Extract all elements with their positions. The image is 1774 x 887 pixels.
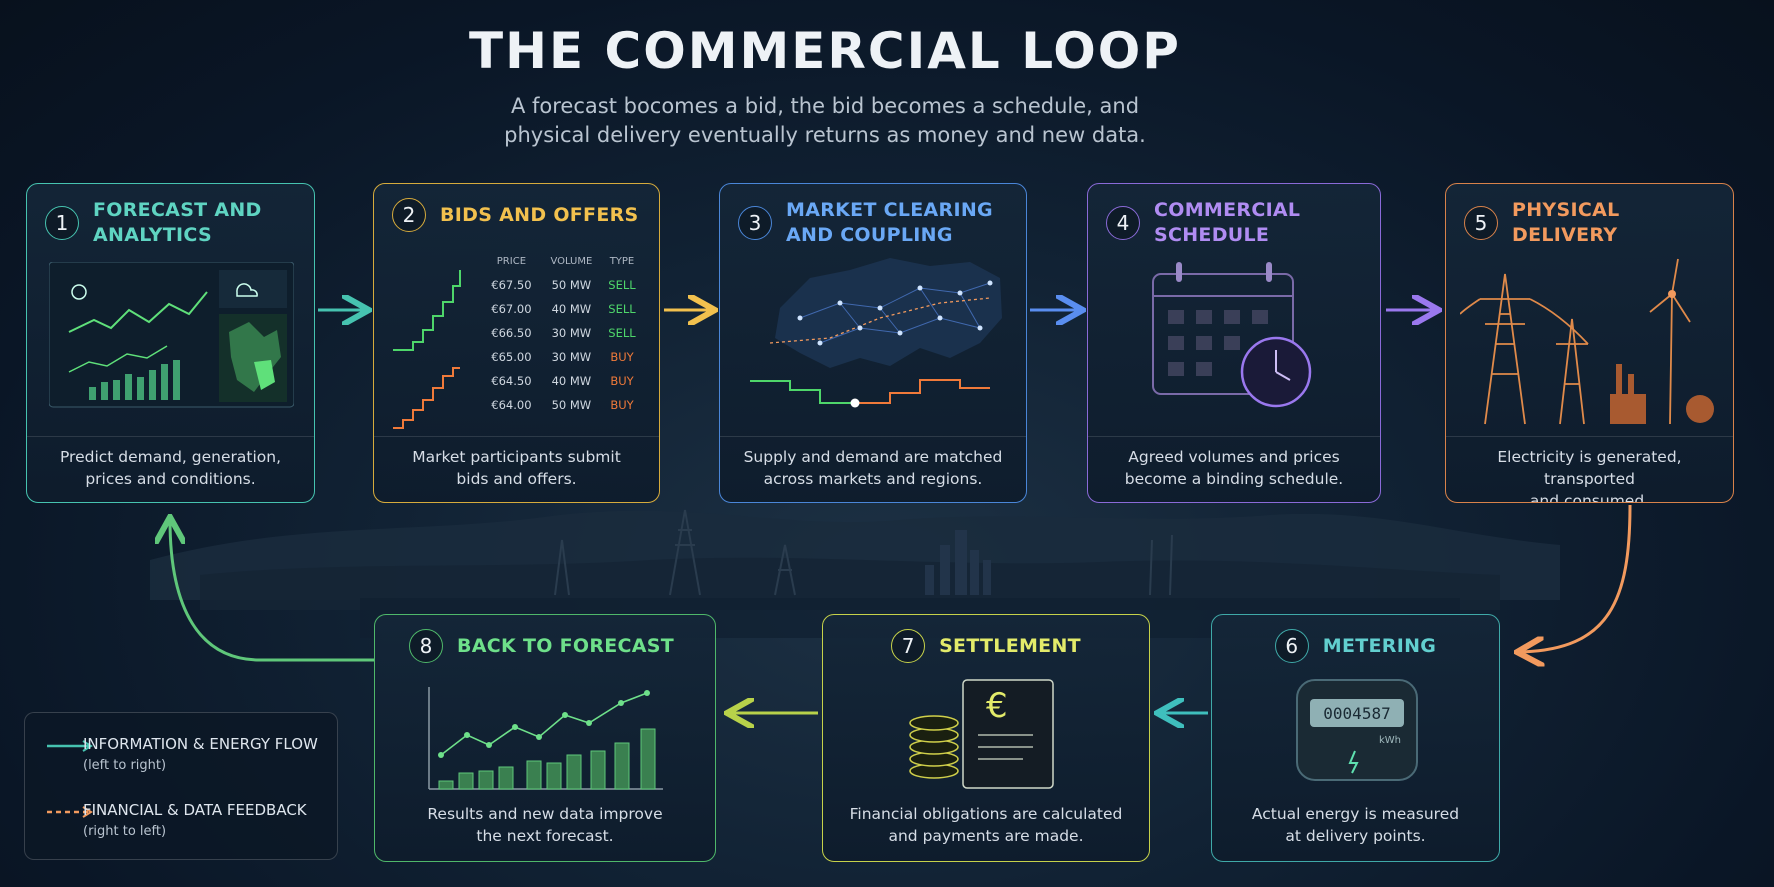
type-cell: SELL [608, 302, 636, 316]
step-8-card: 8 BACK TO FORECAST Results and new data … [374, 614, 716, 862]
price-cell: €64.50 [491, 374, 532, 388]
step-description-line-1: Results and new data improve [427, 805, 663, 823]
legend-title: INFORMATION & ENERGY FLOW [83, 735, 318, 753]
price-cell: €66.50 [491, 326, 532, 340]
step-description-line-1: Agreed volumes and prices [1128, 448, 1340, 466]
type-cell: SELL [608, 278, 636, 292]
step-6-card: 6 METERING 0004587 kWh Actual energy is … [1211, 614, 1500, 862]
step-description-line-1: Financial obligations are calculated [849, 805, 1123, 823]
legend-subtitle: (left to right) [83, 758, 167, 773]
table-row: €64.00 50 MW BUY [482, 393, 642, 417]
solid-arrow-icon [47, 740, 93, 752]
volume-cell: 40 MW [551, 302, 592, 316]
step-number: 3 [738, 206, 772, 240]
volume-cell: 50 MW [551, 398, 592, 412]
table-row: €65.00 30 MW BUY [482, 345, 642, 369]
type-cell: SELL [608, 326, 636, 340]
coins-invoice-illustration: € [908, 675, 1068, 790]
step-description-line-2: and payments are made. [888, 827, 1084, 845]
legend-subtitle: (right to left) [83, 824, 167, 839]
step-1-card: 1 FORECAST AND ANALYTICS Predict demand,… [26, 183, 315, 503]
table-row: €67.50 50 MW SELL [482, 273, 642, 297]
column-header-price: PRICE [496, 256, 527, 267]
euro-symbol: € [986, 686, 1008, 726]
step-title: PHYSICAL DELIVERY [1512, 199, 1620, 246]
subtitle-line-1: A forecast bocomes a bid, the bid become… [510, 94, 1140, 118]
page-title: THE COMMERCIAL LOOP [469, 22, 1181, 80]
table-row: €66.50 30 MW SELL [482, 321, 642, 345]
price-cell: €65.00 [491, 350, 532, 364]
dashed-arrow-icon [47, 806, 93, 818]
europe-network-map-illustration [740, 248, 1010, 428]
step-number: 4 [1106, 206, 1140, 240]
legend-title: FINANCIAL & DATA FEEDBACK [83, 801, 307, 819]
step-description-line-2: bids and offers. [456, 470, 577, 488]
subtitle-line-2: physical delivery eventually returns as … [504, 123, 1146, 147]
step-title: COMMERCIAL SCHEDULE [1154, 199, 1301, 246]
step-2-card: 2 BIDS AND OFFERS PRICE VOLUME TYPE €67.… [373, 183, 660, 503]
step-number: 2 [392, 198, 426, 232]
legend: INFORMATION & ENERGY FLOW (left to right… [24, 712, 338, 860]
step-number: 8 [409, 629, 443, 663]
step-number: 6 [1274, 629, 1309, 663]
step-description-line-2: become a binding schedule. [1124, 470, 1344, 488]
step-title: BIDS AND OFFERS [440, 203, 639, 226]
step-title: SETTLEMENT [939, 634, 1081, 657]
power-grid-illustration [1459, 254, 1720, 434]
step-description-line-1: Actual energy is measured [1251, 805, 1460, 823]
step-description-line-2: across markets and regions. [763, 470, 983, 488]
step-title: FORECAST AND ANALYTICS [93, 199, 262, 246]
volume-cell: 30 MW [551, 350, 592, 364]
step-title: BACK TO FORECAST [457, 634, 675, 657]
column-header-type: TYPE [609, 256, 635, 267]
volume-cell: 40 MW [551, 374, 592, 388]
price-cell: €67.00 [491, 302, 532, 316]
step-3-card: 3 MARKET CLEARING AND COUPLING Supply an… [719, 183, 1027, 503]
meter-reading: 0004587 [1323, 704, 1390, 723]
step-description-line-1: Predict demand, generation, [59, 448, 282, 466]
step-description-line-1: Supply and demand are matched [743, 448, 1003, 466]
improvement-chart-illustration [427, 685, 667, 805]
step-title: MARKET CLEARING AND COUPLING [786, 199, 993, 246]
column-header-volume: VOLUME [550, 256, 593, 267]
type-cell: BUY [610, 350, 634, 364]
volume-cell: 30 MW [551, 326, 592, 340]
bids-table: PRICE VOLUME TYPE €67.50 50 MW SELL €67.00… [482, 250, 642, 417]
step-number: 1 [45, 206, 79, 240]
step-title: METERING [1322, 634, 1437, 657]
analytics-dashboard-illustration [48, 261, 295, 412]
volume-cell: 50 MW [551, 278, 592, 292]
table-row: €67.00 40 MW SELL [482, 297, 642, 321]
step-description-line-2: prices and conditions. [85, 470, 256, 488]
type-cell: BUY [610, 398, 634, 412]
type-cell: BUY [610, 374, 634, 388]
step-description-line-2: the next forecast. [476, 827, 614, 845]
table-row: €64.50 40 MW BUY [482, 369, 642, 393]
step-description-line-1: Market participants submit [412, 448, 621, 466]
calendar-clock-icon [1148, 254, 1328, 434]
step-4-card: 4 COMMERCIAL SCHEDULE Agreed volumes and… [1087, 183, 1381, 503]
step-number: 5 [1464, 206, 1498, 240]
step-7-card: 7 SETTLEMENT € Financial obligations are… [822, 614, 1150, 862]
step-description-line-2: at delivery points. [1285, 827, 1426, 845]
price-cell: €64.00 [491, 398, 532, 412]
step-description-line-2: and consumed. [1529, 492, 1650, 503]
step-description-line-1: Electricity is generated, transported [1497, 448, 1682, 488]
price-cell: €67.50 [491, 278, 532, 292]
step-5-card: 5 PHYSICAL DELIVERY Electricity is gener… [1445, 183, 1734, 503]
step-number: 7 [891, 629, 926, 663]
energy-meter-illustration: 0004587 kWh [1292, 675, 1422, 785]
bid-curve-illustration [388, 250, 470, 430]
meter-unit: kWh [1379, 735, 1401, 746]
